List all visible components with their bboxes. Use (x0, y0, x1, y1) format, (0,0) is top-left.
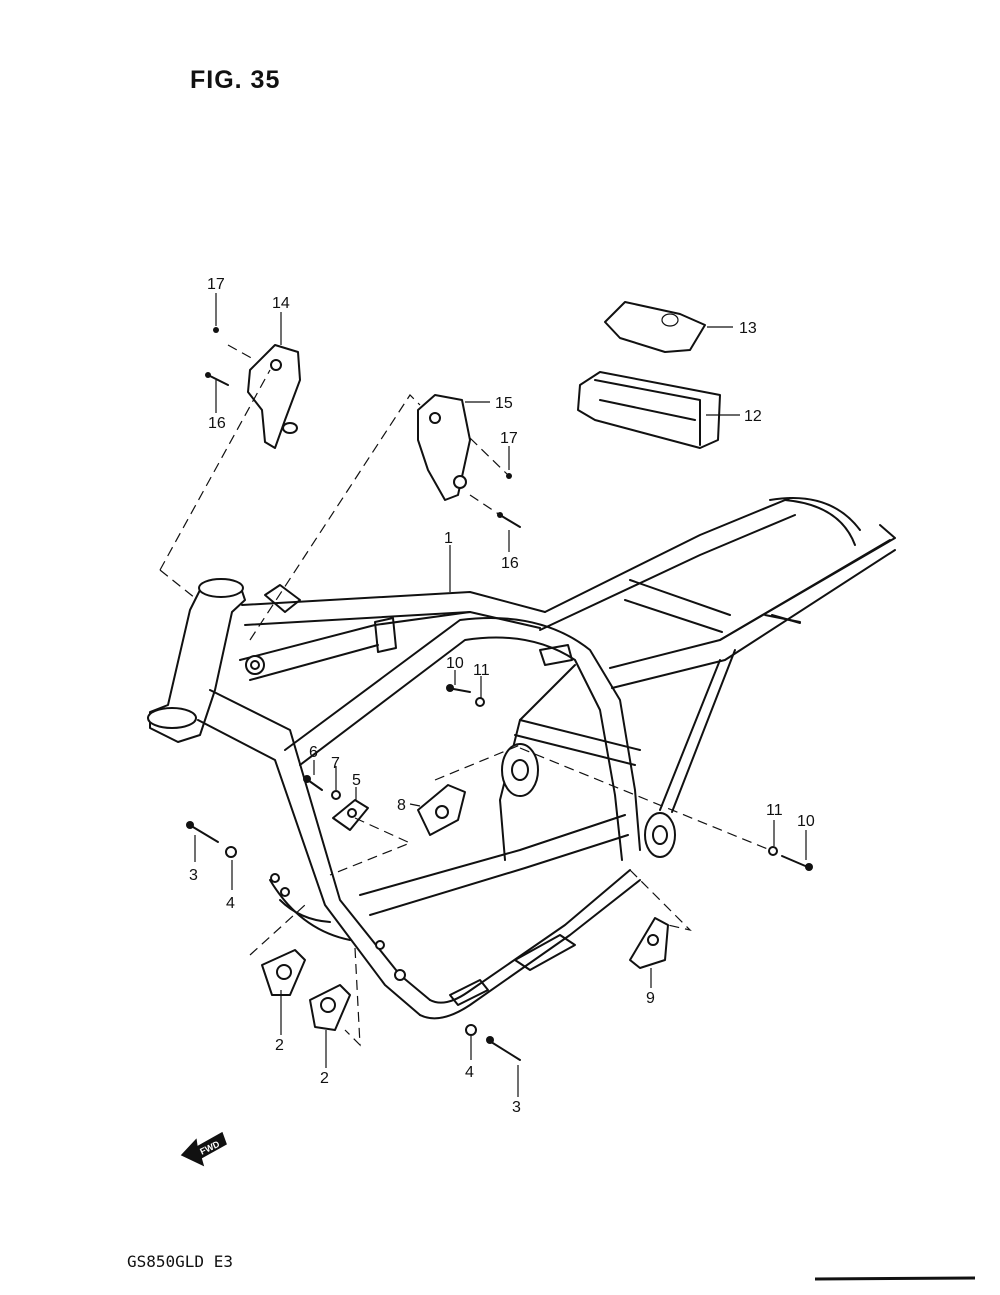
battery-box (577, 371, 721, 449)
callout-17b: 17 (500, 430, 518, 447)
callout-15: 15 (495, 395, 513, 412)
engine-mount-plates (261, 784, 669, 1031)
callouts: 1 2 2 3 3 4 4 5 6 7 8 9 10 10 11 11 12 1… (189, 276, 815, 1116)
callout-2b: 2 (320, 1070, 329, 1087)
callout-1: 1 (444, 530, 453, 547)
callout-2a: 2 (275, 1037, 284, 1054)
figure-title: FIG. 35 (190, 66, 281, 94)
forward-arrow-icon: FWD (180, 1131, 227, 1167)
model-code: GS850GLD E3 (127, 1252, 233, 1271)
callout-10a: 10 (446, 655, 464, 672)
callout-3a: 3 (189, 867, 198, 884)
frame-assembly (147, 497, 896, 1020)
callout-9: 9 (646, 990, 655, 1007)
bracket-14 (247, 344, 301, 449)
callout-16a: 16 (208, 415, 226, 432)
callout-7: 7 (331, 755, 340, 772)
callout-16b: 16 (501, 555, 519, 572)
callout-10b: 10 (797, 813, 815, 830)
callout-11b: 11 (766, 802, 783, 819)
bracket-15 (417, 394, 471, 501)
callout-5: 5 (352, 772, 361, 789)
tool-bag (604, 301, 706, 353)
leader-lines (194, 293, 807, 1097)
callout-13: 13 (739, 320, 757, 337)
bottom-rule (814, 1276, 976, 1281)
callout-4b: 4 (465, 1064, 474, 1081)
callout-12: 12 (744, 408, 762, 425)
callout-8: 8 (397, 797, 406, 814)
callout-14: 14 (272, 295, 290, 312)
callout-6: 6 (309, 744, 318, 761)
callout-11a: 11 (473, 662, 490, 679)
callout-3b: 3 (512, 1099, 521, 1116)
callout-4a: 4 (226, 895, 235, 912)
assembly-lines (159, 344, 771, 1047)
callout-17a: 17 (207, 276, 225, 293)
